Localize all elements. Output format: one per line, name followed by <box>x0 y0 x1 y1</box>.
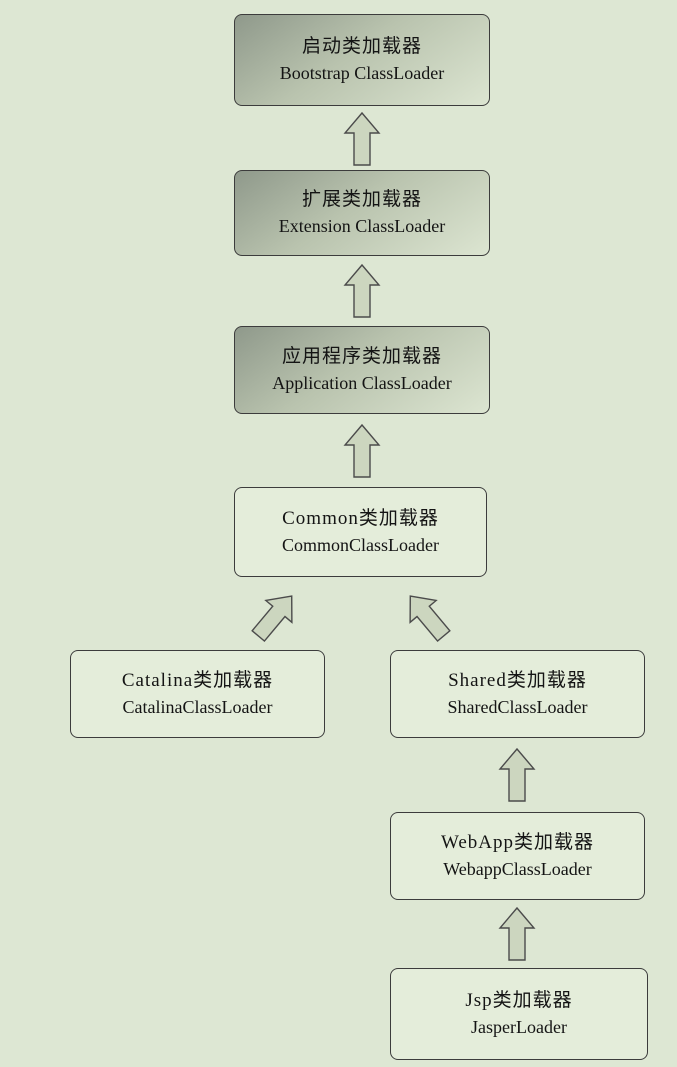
arrow-up-icon <box>343 263 381 318</box>
node-label-en: Extension ClassLoader <box>278 216 446 236</box>
node-application-classloader: 应用程序类加载器 Application ClassLoader <box>234 326 490 414</box>
node-label-zh: 启动类加载器 <box>301 36 422 57</box>
arrow-up-left-icon <box>409 595 451 643</box>
arrow-up-icon <box>498 906 536 961</box>
node-shared-classloader: Shared类加载器 SharedClassLoader <box>390 650 645 738</box>
node-label-zh: Shared类加载器 <box>448 670 587 691</box>
node-label-zh: Catalina类加载器 <box>121 670 274 691</box>
node-label-en: JasperLoader <box>471 1017 567 1037</box>
arrow-up-right-icon <box>251 595 293 643</box>
node-label-en: CatalinaClassLoader <box>122 697 273 717</box>
node-label-zh: WebApp类加载器 <box>440 832 595 853</box>
node-label-en: SharedClassLoader <box>447 697 588 717</box>
node-label-en: Bootstrap ClassLoader <box>279 63 445 83</box>
node-label-zh: 扩展类加载器 <box>301 189 422 210</box>
node-label-en: CommonClassLoader <box>282 535 439 555</box>
node-label-en: Application ClassLoader <box>272 373 452 393</box>
node-label-zh: Jsp类加载器 <box>465 990 573 1011</box>
node-label-zh: Common类加载器 <box>282 508 439 529</box>
node-jsp-classloader: Jsp类加载器 JasperLoader <box>390 968 648 1060</box>
arrow-up-icon <box>343 111 381 166</box>
node-bootstrap-classloader: 启动类加载器 Bootstrap ClassLoader <box>234 14 490 106</box>
node-common-classloader: Common类加载器 CommonClassLoader <box>234 487 487 577</box>
node-label-zh: 应用程序类加载器 <box>281 346 442 367</box>
node-catalina-classloader: Catalina类加载器 CatalinaClassLoader <box>70 650 325 738</box>
node-label-en: WebappClassLoader <box>443 859 592 879</box>
node-extension-classloader: 扩展类加载器 Extension ClassLoader <box>234 170 490 256</box>
node-webapp-classloader: WebApp类加载器 WebappClassLoader <box>390 812 645 900</box>
arrow-up-icon <box>498 747 536 802</box>
arrow-up-icon <box>343 423 381 478</box>
